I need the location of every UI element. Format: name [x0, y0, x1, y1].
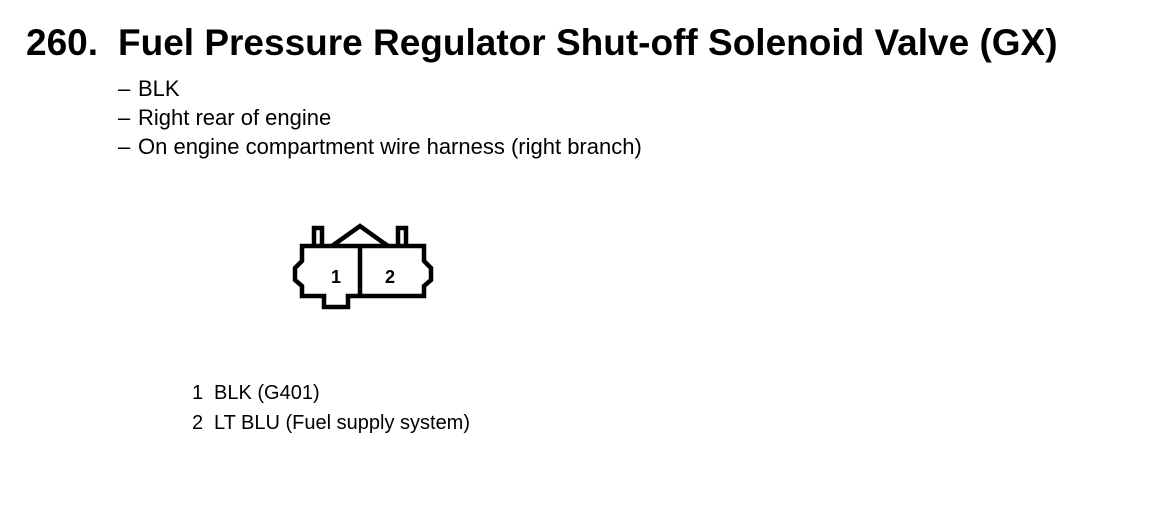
note-harness: –On engine compartment wire harness (rig… — [118, 132, 642, 161]
pin-description: LT BLU (Fuel supply system) — [214, 412, 471, 434]
note-color: –BLK — [118, 74, 642, 103]
component-title: Fuel Pressure Regulator Shut-off Solenoi… — [118, 22, 1058, 63]
connector-body-outline — [292, 243, 434, 310]
component-notes: –BLK –Right rear of engine –On engine co… — [118, 74, 642, 161]
connector-face-diagram: 1 2 — [292, 223, 434, 310]
pinout-list: 1 BLK (G401) 2 LT BLU (Fuel supply system) — [192, 378, 470, 438]
component-number: 260. — [26, 22, 99, 63]
connector-lock-ramp — [330, 223, 390, 248]
page-title: 260. Fuel Pressure Regulator Shut-off Sol… — [26, 22, 1058, 64]
pin-description: BLK (G401) — [214, 382, 320, 404]
connector-right-latch — [395, 225, 409, 246]
connector-cavity-label-2: 2 — [385, 267, 395, 287]
note-dash: – — [118, 105, 131, 130]
note-dash: – — [118, 76, 131, 101]
pin-number: 1 — [192, 382, 204, 404]
pin-number: 2 — [192, 412, 204, 434]
pinout-row: 1 BLK (G401) — [192, 378, 470, 408]
note-text: BLK — [138, 76, 180, 101]
note-text: On engine compartment wire harness (righ… — [138, 134, 642, 159]
note-location: –Right rear of engine — [118, 103, 642, 132]
pinout-row: 2 LT BLU (Fuel supply system) — [192, 408, 470, 438]
note-dash: – — [118, 134, 131, 159]
connector-left-latch — [311, 225, 325, 246]
note-text: Right rear of engine — [138, 105, 332, 130]
connector-cavity-label-1: 1 — [331, 267, 341, 287]
